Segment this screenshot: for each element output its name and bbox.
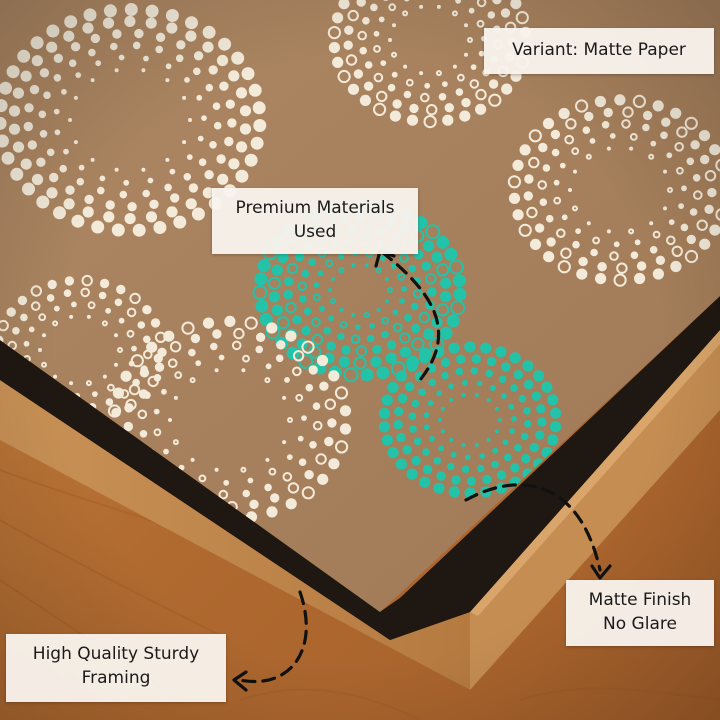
callout-framing-line1: High Quality Sturdy — [32, 644, 200, 664]
callout-variant-text: Variant: Matte Paper — [512, 40, 686, 60]
callout-framing: High Quality Sturdy Framing — [6, 634, 226, 702]
callout-variant: Variant: Matte Paper — [484, 28, 714, 74]
callout-matte-finish: Matte Finish No Glare — [566, 580, 714, 646]
callout-premium-materials: Premium Materials Used — [212, 188, 418, 254]
callout-premium-line2: Used — [293, 222, 337, 242]
callout-premium-line1: Premium Materials — [235, 198, 395, 218]
callout-matte-line2: No Glare — [603, 614, 677, 634]
callout-framing-line2: Framing — [81, 668, 151, 688]
callout-matte-line1: Matte Finish — [588, 590, 692, 610]
